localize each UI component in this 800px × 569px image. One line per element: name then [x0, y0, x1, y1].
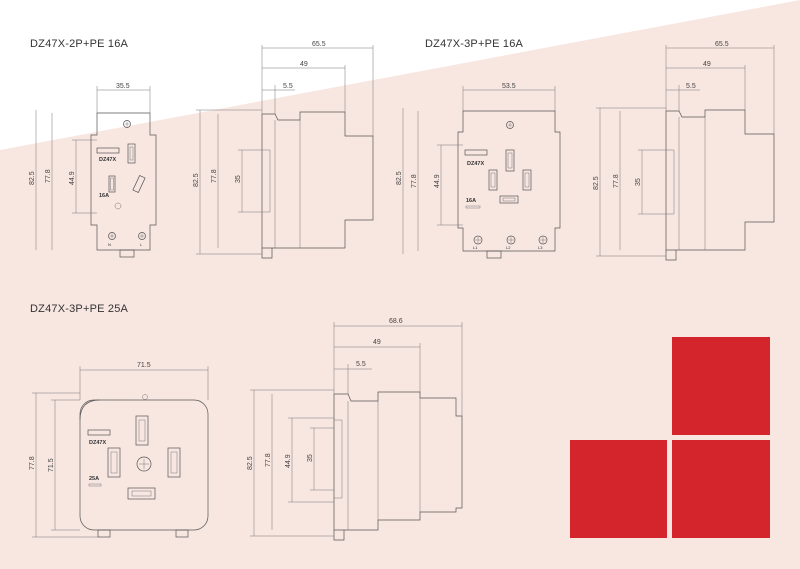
- front-view-3p-16a: DZ47X 16A L1 L2 L3 53.5 82.5 77.8 44.9: [396, 83, 561, 259]
- dim-49-1: 49: [300, 61, 308, 68]
- dim-5-5-1: 5.5: [283, 83, 293, 90]
- front-view-2p: DZ47X 16A N L 35.5 82.5 77.8 44.9: [29, 83, 157, 258]
- terminal-l2: L2: [506, 245, 511, 250]
- terminal-l: L: [140, 242, 143, 247]
- dim-44-9-front-1: 44.9: [69, 171, 76, 185]
- dim-65-5-1: 65.5: [312, 41, 326, 48]
- front-view-3p-25a: DZ47X 25A 71.5 77.8 71.5: [29, 362, 209, 538]
- rating-label-3p-16a: 16A: [466, 198, 476, 204]
- dim-35-5: 35.5: [116, 83, 130, 90]
- dim-49-3: 49: [373, 339, 381, 346]
- terminal-l1: L1: [473, 245, 478, 250]
- red-square-right: [672, 440, 770, 538]
- dim-82-5-side-2: 82.5: [593, 176, 600, 190]
- side-view-3p-25a: 68.6 49 5.5 82.5 77.8 44.9 35: [247, 318, 463, 541]
- rating-label-3p-25a: 25A: [89, 476, 99, 482]
- title-2p-16a: DZ47X-2P+PE 16A: [30, 38, 129, 50]
- title-3p-25a: DZ47X-3P+PE 25A: [30, 303, 129, 315]
- dim-77-8-side-2: 77.8: [613, 174, 620, 188]
- dim-68-6: 68.6: [389, 318, 403, 325]
- dim-53-5: 53.5: [502, 83, 516, 90]
- terminal-l3: L3: [538, 245, 543, 250]
- dim-49-2: 49: [703, 61, 711, 68]
- dim-65-5-2: 65.5: [715, 41, 729, 48]
- brand-label-2p: DZ47X: [99, 157, 116, 163]
- dim-71-5-width: 71.5: [137, 362, 151, 369]
- dim-5-5-2: 5.5: [686, 83, 696, 90]
- red-square-left: [570, 440, 667, 538]
- dim-82-5-side-1: 82.5: [193, 173, 200, 187]
- side-view-2p: 65.5 49 5.5 82.5 77.8 35: [193, 41, 374, 259]
- brand-label-3p-16a: DZ47X: [467, 161, 484, 167]
- dim-44-9-front-2: 44.9: [434, 174, 441, 188]
- dim-82-5-front-2: 82.5: [396, 171, 403, 185]
- terminal-n: N: [108, 242, 111, 247]
- dim-44-9-side-3: 44.9: [285, 454, 292, 468]
- brand-label-3p-25a: DZ47X: [89, 440, 106, 446]
- dim-35-side-1: 35: [235, 175, 242, 183]
- rating-label-2p: 16A: [99, 193, 109, 199]
- side-view-3p-16a: 65.5 49 5.5 82.5 77.8 35: [593, 41, 775, 261]
- title-3p-16a: DZ47X-3P+PE 16A: [425, 38, 524, 50]
- dim-77-8-side-3: 77.8: [265, 453, 272, 467]
- dim-77-8-front-3: 77.8: [29, 456, 36, 470]
- dim-77-8-front-2: 77.8: [411, 174, 418, 188]
- dim-82-5-front-1: 82.5: [29, 171, 36, 185]
- dim-35-side-3: 35: [307, 454, 314, 462]
- red-square-top: [672, 337, 770, 435]
- dim-77-8-front-1: 77.8: [45, 169, 52, 183]
- dim-82-5-side-3: 82.5: [247, 456, 254, 470]
- dim-77-8-side-1: 77.8: [211, 169, 218, 183]
- dim-35-side-2: 35: [635, 178, 642, 186]
- dim-71-5-height: 71.5: [48, 458, 55, 472]
- dim-5-5-3: 5.5: [356, 361, 366, 368]
